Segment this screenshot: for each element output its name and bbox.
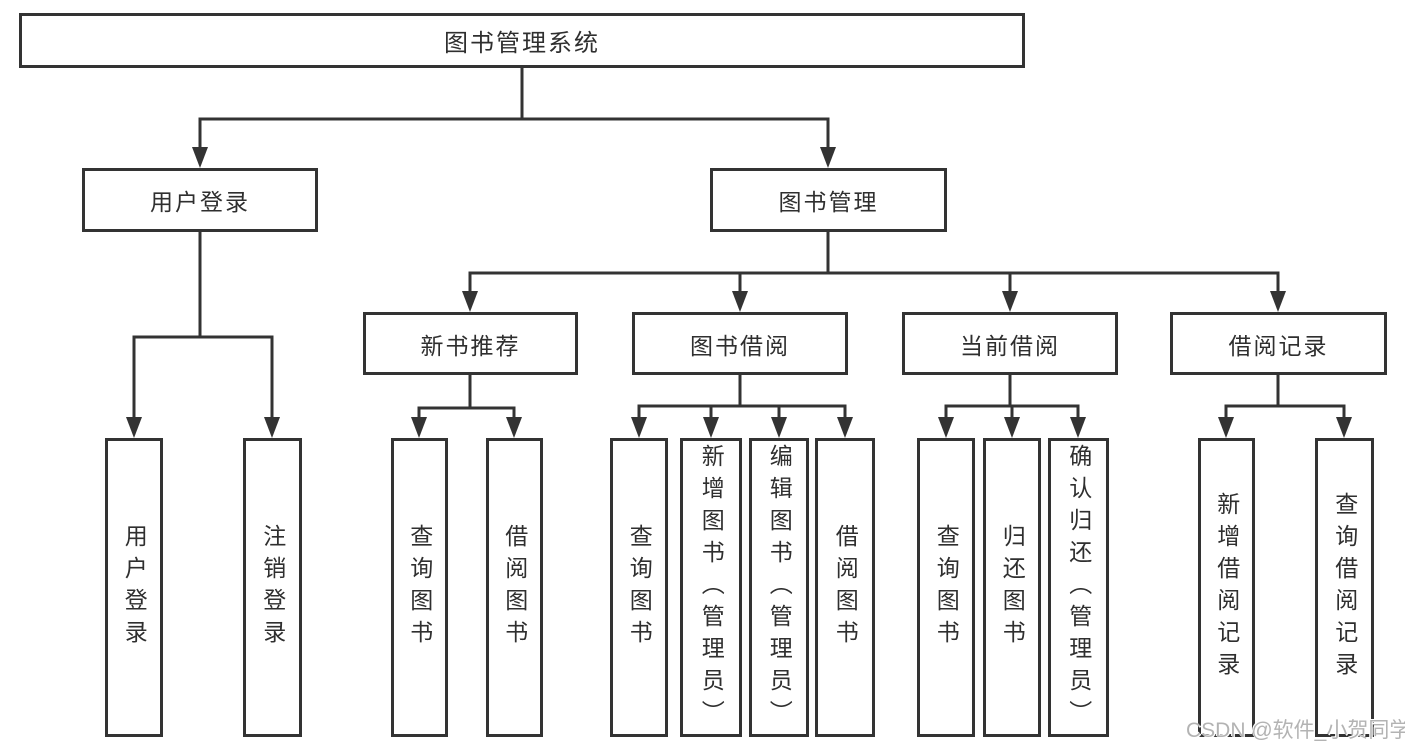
leaf-label: 借阅图书 [832, 523, 859, 652]
leaf-query-books-2: 查询图书 [610, 438, 668, 737]
node-library-management-system: 图书管理系统 [19, 13, 1025, 68]
csdn-watermark: CSDN @软件_小贺同学 [1186, 719, 1405, 742]
node-label: 图书管理 [778, 189, 879, 215]
leaf-label: 查询图书 [626, 523, 653, 652]
leaf-label: 新增图书（管理员） [698, 443, 725, 732]
node-book-borrowing: 图书借阅 [632, 312, 848, 375]
leaf-label: 查询图书 [933, 523, 960, 652]
leaf-label: 用户登录 [121, 523, 148, 652]
node-current-borrowing: 当前借阅 [902, 312, 1118, 375]
leaf-label: 查询借阅记录 [1331, 491, 1358, 684]
leaf-borrow-books-1: 借阅图书 [486, 438, 543, 737]
node-new-book-recommend: 新书推荐 [363, 312, 578, 375]
leaf-label: 查询图书 [406, 523, 433, 652]
leaf-query-borrow-record: 查询借阅记录 [1315, 438, 1374, 737]
leaf-add-books-admin: 新增图书（管理员） [680, 438, 742, 737]
node-label: 图书借阅 [690, 332, 790, 359]
node-label: 借阅记录 [1228, 332, 1329, 359]
leaf-label: 归还图书 [999, 523, 1026, 652]
node-book-management: 图书管理 [710, 168, 947, 232]
node-label: 图书管理系统 [444, 30, 600, 57]
node-label: 当前借阅 [960, 332, 1060, 359]
leaf-label: 编辑图书（管理员） [766, 443, 793, 732]
leaf-logout: 注销登录 [243, 438, 302, 737]
leaf-label: 借阅图书 [501, 523, 528, 652]
leaf-user-login: 用户登录 [105, 438, 163, 737]
leaf-label: 新增借阅记录 [1213, 491, 1240, 684]
leaf-return-books: 归还图书 [983, 438, 1041, 737]
leaf-query-books-1: 查询图书 [391, 438, 448, 737]
leaf-confirm-return-admin: 确认归还（管理员） [1048, 438, 1109, 737]
leaf-add-borrow-record: 新增借阅记录 [1198, 438, 1255, 737]
node-label: 用户登录 [150, 189, 250, 215]
leaf-edit-books-admin: 编辑图书（管理员） [749, 438, 809, 737]
leaf-label: 确认归还（管理员） [1065, 443, 1092, 732]
node-user-login: 用户登录 [82, 168, 318, 232]
node-label: 新书推荐 [420, 332, 521, 359]
node-borrowing-records: 借阅记录 [1170, 312, 1387, 375]
leaf-label: 注销登录 [259, 523, 286, 652]
leaf-query-books-3: 查询图书 [917, 438, 975, 737]
leaf-borrow-books-2: 借阅图书 [815, 438, 875, 737]
